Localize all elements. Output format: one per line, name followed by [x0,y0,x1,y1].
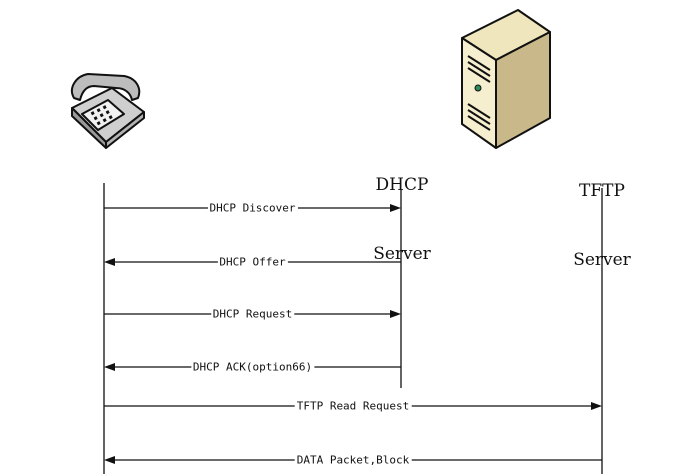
message-label: DHCP Request [210,307,295,321]
message-arrowhead [390,204,401,212]
dhcp-server-label-line-2: Server [373,244,431,264]
message-label: TFTP Read Request [294,399,412,413]
message-label: DATA Packet,Block [294,453,412,467]
message-arrowhead [390,310,401,318]
server-tower-icon [461,9,551,149]
message-arrowhead [104,363,115,371]
message-arrowhead [104,258,115,266]
telephone-icon [70,73,145,149]
message-label: DHCP ACK(option66) [190,360,315,374]
message-arrowhead [104,456,115,464]
message-arrowhead [591,402,602,410]
message-label: DHCP Discover [207,201,298,215]
dhcp-server-label-line-1: DHCP [375,175,429,195]
dhcp-server-label: DHCP Server [362,128,442,312]
message-label: DHCP Offer [217,255,288,269]
